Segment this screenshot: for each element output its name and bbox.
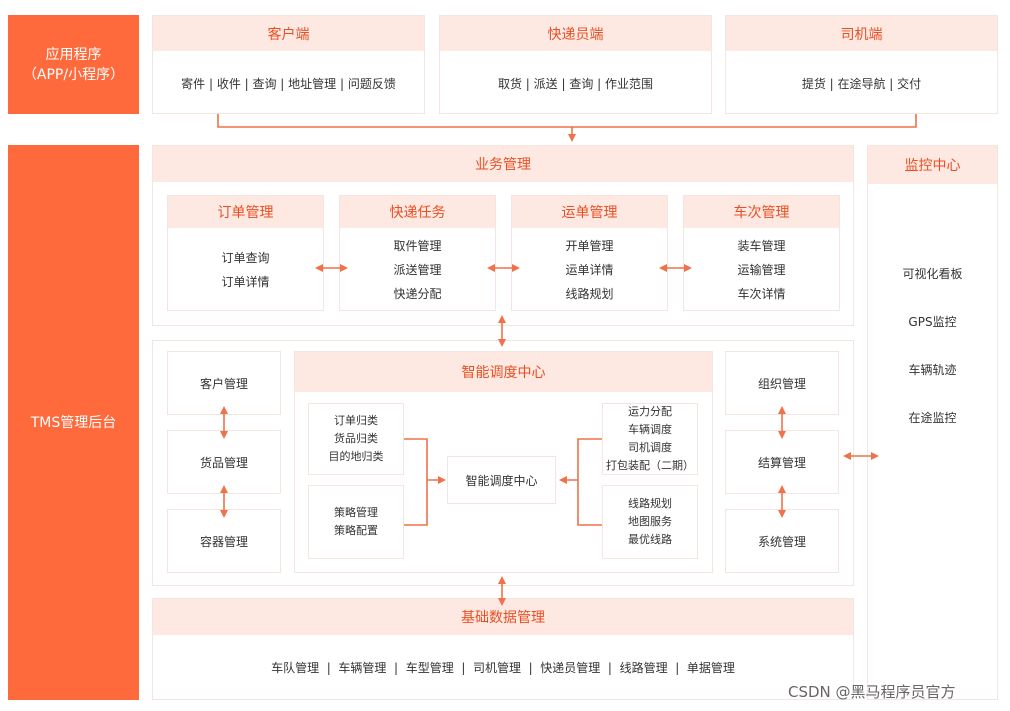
dispatch-route-box: 线路规划 地图服务 最优线路 [602, 485, 698, 559]
business-card-order: 订单管理 订单查询 订单详情 [167, 195, 324, 311]
card-title: 订单管理 [168, 196, 323, 228]
client-panel-driver: 司机端 提货 | 在途导航 | 交付 [725, 15, 998, 114]
dispatch-item: 策略配置 [334, 524, 378, 537]
dispatch-right-bracket [577, 438, 602, 526]
dispatch-item: 运力分配 [628, 405, 672, 418]
dispatch-item: 地图服务 [628, 515, 672, 528]
monitor-title: 监控中心 [868, 146, 997, 184]
card-title: 运单管理 [512, 196, 667, 228]
card-item: 订单查询 [221, 251, 270, 265]
dispatch-item: 车辆调度 [628, 423, 672, 436]
client-items: 提货 | 在途导航 | 交付 [801, 76, 922, 91]
app-label-line1: 应用程序 [45, 46, 102, 63]
module-container: 容器管理 [167, 509, 281, 573]
card-item: 运单详情 [565, 263, 614, 277]
dispatch-core-box: 智能调度中心 [447, 456, 556, 504]
dispatch-classify-box: 订单归类 货品归类 目的地归类 [308, 403, 404, 475]
business-title: 业务管理 [153, 146, 853, 182]
tms-label-text: TMS管理后台 [30, 414, 117, 431]
base-items: 车队管理 | 车辆管理 | 车型管理 | 司机管理 | 快递员管理 | 线路管理… [271, 660, 735, 675]
dispatch-item: 订单归类 [334, 414, 378, 427]
card-items: 装车管理 运输管理 车次详情 [684, 228, 839, 312]
card-items: 订单查询 订单详情 [168, 228, 323, 312]
dispatch-capacity-box: 运力分配 车辆调度 司机调度 打包装配（二期） [602, 403, 698, 475]
monitor-item: 车辆轨迹 [908, 363, 957, 377]
monitor-item: 在途监控 [908, 411, 957, 425]
business-card-courier-task: 快递任务 取件管理 派送管理 快递分配 [339, 195, 496, 311]
module-customer: 客户管理 [167, 351, 281, 415]
card-item: 取件管理 [393, 239, 442, 253]
dispatch-item: 目的地归类 [328, 450, 384, 463]
card-item: 订单详情 [221, 275, 270, 289]
monitor-item: GPS监控 [908, 315, 957, 329]
dispatch-left-bracket [404, 438, 428, 526]
client-items: 寄件 | 收件 | 查询 | 地址管理 | 问题反馈 [181, 76, 396, 91]
tms-label: TMS管理后台 [8, 145, 139, 700]
app-label-line2: （APP/小程序） [22, 66, 125, 83]
card-item: 装车管理 [737, 239, 786, 253]
card-title: 快递任务 [340, 196, 495, 228]
client-panel-customer: 客户端 寄件 | 收件 | 查询 | 地址管理 | 问题反馈 [152, 15, 425, 114]
app-label: 应用程序 （APP/小程序） [8, 15, 139, 114]
dispatch-item: 打包装配（二期） [606, 459, 694, 472]
card-items: 开单管理 运单详情 线路规划 [512, 228, 667, 312]
monitor-panel: 监控中心 可视化看板 GPS监控 车辆轨迹 在途监控 [867, 145, 998, 700]
dispatch-item: 货品归类 [334, 432, 378, 445]
card-item: 车次详情 [737, 287, 786, 301]
business-card-waybill: 运单管理 开单管理 运单详情 线路规划 [511, 195, 668, 311]
card-item: 快递分配 [393, 287, 442, 301]
business-card-trip: 车次管理 装车管理 运输管理 车次详情 [683, 195, 840, 311]
monitor-item: 可视化看板 [902, 267, 963, 281]
card-title: 车次管理 [684, 196, 839, 228]
client-title: 司机端 [726, 16, 997, 51]
dispatch-item: 策略管理 [334, 506, 378, 519]
module-goods: 货品管理 [167, 430, 281, 494]
card-item: 运输管理 [737, 263, 786, 277]
watermark: CSDN @黑马程序员官方 [788, 683, 956, 701]
dispatch-strategy-box: 策略管理 策略配置 [308, 485, 404, 559]
dispatch-item: 最优线路 [628, 533, 672, 546]
dispatch-title: 智能调度中心 [295, 352, 712, 392]
card-item: 开单管理 [565, 239, 614, 253]
client-bracket-line [217, 114, 917, 128]
dispatch-item: 线路规划 [628, 497, 672, 510]
card-items: 取件管理 派送管理 快递分配 [340, 228, 495, 312]
module-system: 系统管理 [725, 509, 839, 573]
client-title: 客户端 [153, 16, 424, 51]
dispatch-item: 司机调度 [628, 441, 672, 454]
card-item: 派送管理 [393, 263, 442, 277]
client-panel-courier: 快递员端 取货 | 派送 | 查询 | 作业范围 [439, 15, 712, 114]
card-item: 线路规划 [565, 287, 614, 301]
client-title: 快递员端 [440, 16, 711, 51]
monitor-items: 可视化看板 GPS监控 车辆轨迹 在途监控 [868, 196, 997, 496]
client-items: 取货 | 派送 | 查询 | 作业范围 [497, 76, 654, 91]
